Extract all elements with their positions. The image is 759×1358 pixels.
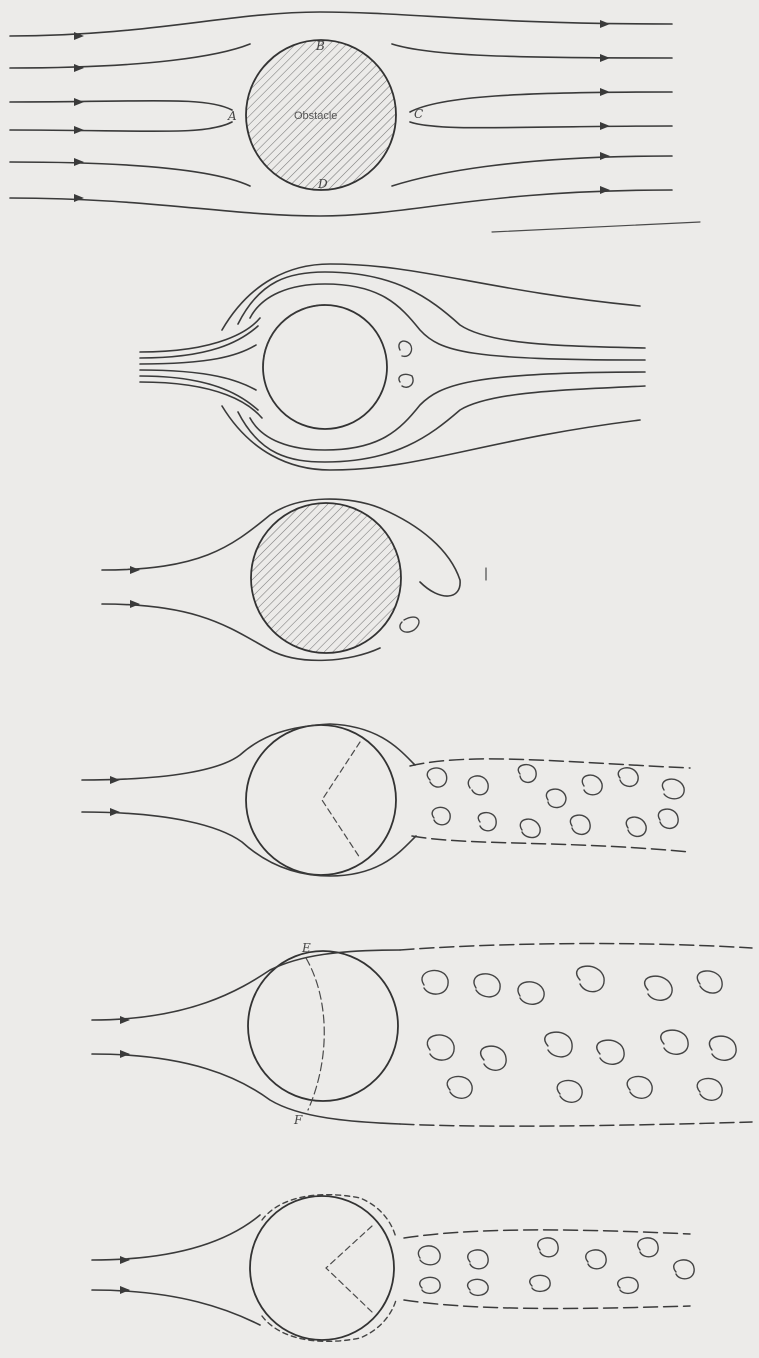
obstacle-label: Obstacle bbox=[294, 110, 337, 122]
panel-4-vortices bbox=[427, 765, 684, 838]
panel-4-cylinder bbox=[246, 725, 396, 875]
panel-5-cylinder bbox=[248, 951, 398, 1101]
panel-4-separation-angle bbox=[322, 742, 360, 858]
panel-6-boundary-layer-bottom bbox=[262, 1300, 396, 1341]
panel-6-streamlines bbox=[92, 1215, 690, 1325]
panel-2-attached-eddies bbox=[140, 264, 645, 470]
panel-6-boundary-layer-top bbox=[262, 1195, 396, 1238]
panel-5-vortices bbox=[422, 966, 736, 1102]
point-label-d: D bbox=[317, 177, 328, 191]
panel-3-separated-flow bbox=[102, 499, 486, 660]
panel-4-turbulent-wake bbox=[82, 724, 690, 876]
point-label-a: A bbox=[227, 109, 237, 123]
panel-5-streamlines bbox=[92, 944, 752, 1127]
point-label-b: B bbox=[315, 39, 325, 53]
panel-1-ideal-flow: Obstacle A B C D bbox=[10, 12, 700, 232]
panel-6-narrow-wake bbox=[92, 1195, 694, 1342]
panel-2-streamlines bbox=[140, 264, 645, 470]
panel-3-cylinder bbox=[251, 503, 401, 653]
panel-6-vortices bbox=[418, 1238, 694, 1295]
panel-5-wide-wake: E F bbox=[92, 941, 752, 1127]
point-label-f: F bbox=[293, 1113, 303, 1127]
panel-3-arrow bbox=[130, 600, 140, 608]
panel-5-separation-line bbox=[306, 958, 324, 1110]
panel-2-eddies bbox=[399, 341, 413, 387]
panel-6-cylinder bbox=[250, 1196, 394, 1340]
panel-4-streamlines bbox=[82, 724, 690, 876]
panel-6-separation-angle bbox=[326, 1226, 372, 1312]
point-label-e: E bbox=[301, 941, 311, 955]
panel-3-arrow bbox=[130, 566, 140, 574]
point-label-c: C bbox=[414, 107, 423, 121]
